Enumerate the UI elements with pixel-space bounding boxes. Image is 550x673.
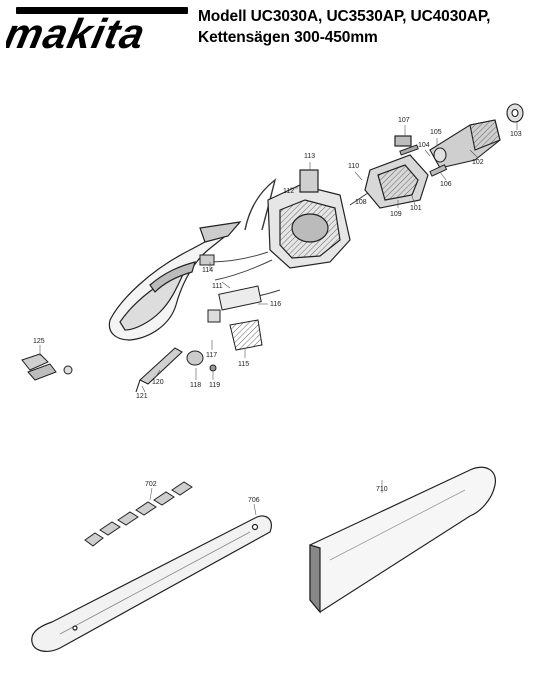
svg-text:makita: makita xyxy=(6,10,150,52)
label-117: 117 xyxy=(206,352,217,359)
label-106: 106 xyxy=(440,181,452,188)
page-title: Modell UC3030A, UC3530AP, UC4030AP, Kett… xyxy=(198,6,490,48)
housing-half xyxy=(108,221,242,341)
label-120: 120 xyxy=(152,379,164,386)
cord-guard xyxy=(135,347,183,393)
label-108: 108 xyxy=(355,199,367,206)
label-113: 113 xyxy=(304,153,315,160)
label-107: 107 xyxy=(398,117,410,124)
part-125-group xyxy=(21,353,73,381)
label-103: 103 xyxy=(510,131,522,138)
label-115: 115 xyxy=(238,361,249,368)
label-710: 710 xyxy=(376,486,388,493)
label-112: 112 xyxy=(283,188,294,195)
label-101: 101 xyxy=(410,205,422,212)
title-line-models: Modell UC3030A, UC3530AP, UC4030AP, xyxy=(198,8,491,25)
label-121: 121 xyxy=(136,393,148,400)
label-125: 125 xyxy=(33,338,45,345)
small-parts xyxy=(186,144,448,372)
title-line-product: Kettensägen 300-450mm xyxy=(198,29,378,46)
label-104: 104 xyxy=(418,142,430,149)
label-110: 110 xyxy=(348,163,359,170)
label-109: 109 xyxy=(390,211,402,218)
label-706: 706 xyxy=(248,497,260,504)
bar-cover xyxy=(309,466,497,614)
saw-chain xyxy=(84,481,193,547)
handle-loop xyxy=(244,178,277,231)
part-labels: 125 120 121 118 119 117 115 116 111 114 … xyxy=(33,117,522,504)
leader-lines xyxy=(39,122,518,516)
label-105: 105 xyxy=(430,129,442,136)
label-119: 119 xyxy=(209,382,220,389)
label-111: 111 xyxy=(212,283,223,290)
header: makita Modell UC3030A, UC3530AP, UC4030A… xyxy=(0,0,550,60)
stator xyxy=(364,135,429,209)
label-118: 118 xyxy=(190,382,201,389)
motor-housing xyxy=(267,169,351,269)
label-114: 114 xyxy=(202,267,213,274)
makita-logo: makita xyxy=(6,7,188,52)
label-102: 102 xyxy=(472,159,484,166)
label-116: 116 xyxy=(270,301,281,308)
label-702: 702 xyxy=(145,481,157,488)
armature xyxy=(429,103,524,169)
guide-bar xyxy=(31,515,272,652)
